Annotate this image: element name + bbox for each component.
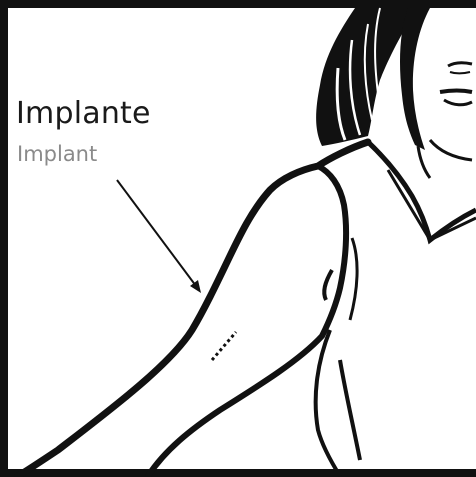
arm xyxy=(18,142,368,476)
implant-marker xyxy=(212,332,236,360)
label-implant: Implant xyxy=(17,142,97,166)
label-implante: Implante xyxy=(16,96,151,131)
pointer-arrow xyxy=(117,180,201,293)
hair xyxy=(316,8,430,150)
face xyxy=(430,63,472,160)
